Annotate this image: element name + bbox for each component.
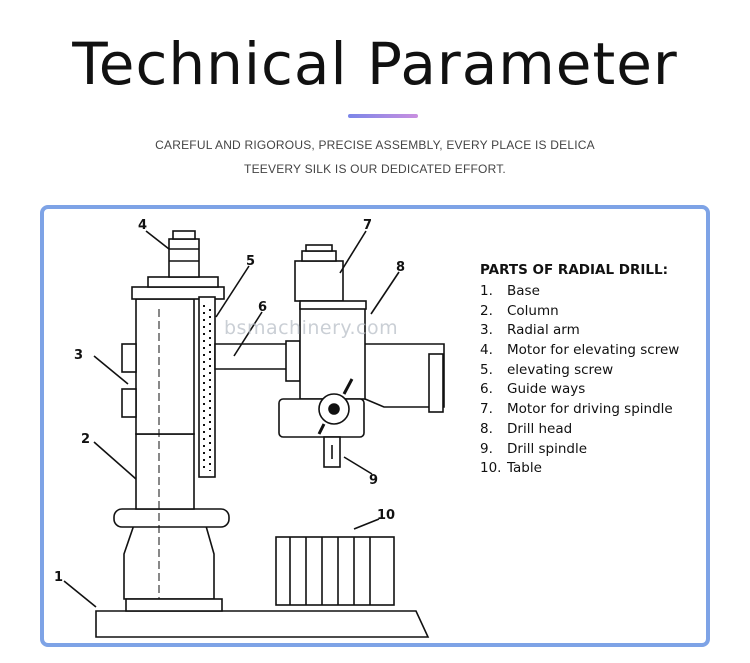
legend-num: 2.: [480, 302, 493, 319]
legend-item: 10. Table: [480, 459, 679, 479]
legend-label: Table: [507, 460, 542, 477]
callout-8: 8: [396, 260, 405, 275]
legend-item: 7. Motor for driving spindle: [480, 400, 679, 420]
legend-label: Drill spindle: [507, 440, 588, 457]
legend-num: 7.: [480, 401, 493, 418]
callout-5: 5: [246, 254, 255, 269]
callout-6: 6: [258, 300, 267, 315]
legend-num: 4.: [480, 342, 493, 359]
legend-item: 2. Column: [480, 302, 679, 322]
legend-item: 3. Radial arm: [480, 321, 679, 341]
base-outline: [95, 610, 430, 638]
legend-label: Base: [507, 283, 540, 299]
legend-list: 1. Base 2. Column 3. Radial arm 4. Motor for…: [480, 282, 679, 479]
legend-num: 10.: [480, 460, 502, 477]
elevating-motor: [168, 238, 200, 278]
elevating-screw: [198, 296, 216, 478]
work-table: [275, 536, 395, 606]
legend-label: Drill head: [507, 420, 573, 437]
subtitle-line-2: TEEVERY SILK IS OUR DEDICATED EFFORT.: [244, 162, 506, 176]
title-accent-bar: [348, 114, 418, 118]
legend-item: 4. Motor for elevating screw: [480, 341, 679, 361]
column-sleeve: [135, 298, 195, 435]
column-foot-ring: [113, 508, 230, 528]
legend-item: 9. Drill spindle: [480, 440, 679, 460]
callout-4: 4: [138, 218, 147, 233]
drill-head: [299, 303, 366, 400]
callout-9: 9: [369, 473, 378, 488]
legend-label: Column: [507, 302, 559, 319]
subtitle-line-1: CAREFUL AND RIGOROUS, PRECISE ASSEMBLY, …: [155, 138, 595, 152]
legend-num: 6.: [480, 381, 493, 398]
callout-2: 2: [81, 432, 90, 447]
callout-7: 7: [363, 218, 372, 233]
legend-title: PARTS OF RADIAL DRILL:: [480, 262, 668, 278]
legend-num: 5.: [480, 361, 493, 378]
legend-label: elevating screw: [507, 361, 614, 378]
legend-num: 8.: [480, 420, 493, 437]
legend-item: 5. elevating screw: [480, 361, 679, 381]
legend-item: 1. Base: [480, 282, 679, 302]
legend-num: 9.: [480, 440, 493, 457]
radial-drill-diagram: 1 2 3 4 5 6 7 8 9 10: [54, 218, 445, 638]
legend-item: 8. Drill head: [480, 420, 679, 440]
parts-legend: PARTS OF RADIAL DRILL: 1. Base 2. Column 3…: [480, 262, 679, 479]
legend-num: 3.: [480, 322, 493, 339]
legend-label: Radial arm: [507, 322, 580, 339]
legend-label: Guide ways: [507, 381, 586, 398]
legend-num: 1.: [480, 283, 493, 299]
callout-3: 3: [74, 348, 83, 363]
legend-label: Motor for driving spindle: [507, 401, 673, 418]
column: [135, 433, 195, 510]
legend-item: 6. Guide ways: [480, 380, 679, 400]
column-bell: [123, 518, 215, 600]
page-title: Technical Parameter: [72, 30, 678, 98]
legend-label: Motor for elevating screw: [507, 342, 680, 359]
spindle-motor: [294, 260, 344, 302]
callout-10: 10: [377, 508, 395, 523]
callout-1: 1: [54, 570, 63, 585]
diagram-panel: 1 2 3 4 5 6 7 8 9 10 bsmachinery.com PAR…: [40, 205, 710, 647]
